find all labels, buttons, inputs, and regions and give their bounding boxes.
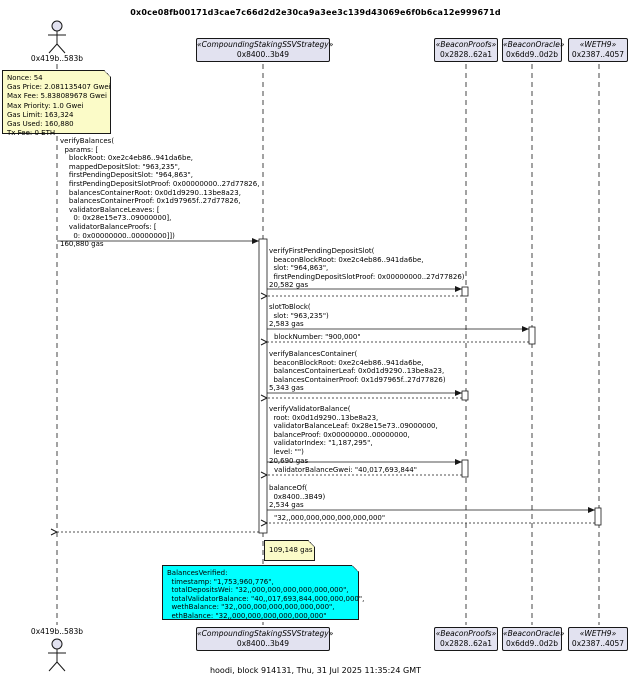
message-verify-first-pending-deposit-slot: verifyFirstPendingDepositSlot( beaconBlo…: [269, 247, 465, 290]
participant-stereotype: «BeaconProofs»: [435, 40, 497, 49]
participant-strategy-bottom[interactable]: «CompoundingStakingSSVStrategy» 0x8400..…: [196, 627, 334, 651]
participant-stereotype: «WETH9»: [579, 629, 617, 638]
participant-stereotype: «CompoundingStakingSSVStrategy»: [197, 40, 334, 49]
participant-address: 0x2828..62a1: [440, 50, 492, 59]
participant-proofs-bottom[interactable]: «BeaconProofs» 0x2828..62a1: [434, 627, 498, 651]
gas-note: 109,148 gas: [264, 540, 315, 561]
participant-oracle-bottom[interactable]: «BeaconOracle» 0x6dd9..0d2b: [502, 627, 565, 651]
participant-address: 0x6dd9..0d2b: [505, 639, 559, 648]
message-verify-validator-balance-return: validatorBalanceGwei: "40,017,693,844": [274, 466, 417, 474]
message-verify-validator-balance: verifyValidatorBalance( root: 0x0d1d9290…: [269, 405, 438, 465]
participant-address: 0x2387..4057: [571, 639, 625, 648]
participant-stereotype: «BeaconOracle»: [503, 40, 565, 49]
participant-stereotype: «WETH9»: [579, 40, 617, 49]
participant-address: 0x2828..62a1: [440, 639, 492, 648]
activation-proofs-2: [461, 390, 469, 401]
participant-address: 0x8400..3b49: [236, 50, 290, 59]
actor-icon-top: [48, 20, 66, 54]
participant-oracle-top[interactable]: «BeaconOracle» 0x6dd9..0d2b: [502, 38, 565, 62]
message-balance-of: balanceOf( 0x8400..3B49) 2,534 gas: [269, 484, 326, 510]
activation-strategy: [258, 238, 268, 534]
message-slot-to-block-return: blockNumber: "900,000": [274, 333, 361, 341]
actor-caller-label-bottom: 0x419b..583b: [30, 627, 84, 636]
diagram-title: 0x0ce08fb00171d3cae7c66d2d2e30ca9a3ee3c1…: [130, 8, 501, 17]
participant-address: 0x6dd9..0d2b: [505, 50, 559, 59]
message-verify-balances: verifyBalances( params: [ blockRoot: 0xe…: [60, 137, 260, 249]
participant-stereotype: «BeaconProofs»: [435, 629, 497, 638]
participant-weth-top[interactable]: «WETH9» 0x2387..4057: [568, 38, 628, 62]
message-slot-to-block: slotToBlock( slot: "963,235") 2,583 gas: [269, 303, 329, 329]
participant-stereotype: «CompoundingStakingSSVStrategy»: [197, 629, 334, 638]
activation-oracle: [528, 326, 536, 345]
participant-strategy-top[interactable]: «CompoundingStakingSSVStrategy» 0x8400..…: [196, 38, 334, 62]
participant-proofs-top[interactable]: «BeaconProofs» 0x2828..62a1: [434, 38, 498, 62]
diagram-footer: hoodi, block 914131, Thu, 31 Jul 2025 11…: [209, 666, 422, 675]
actor-caller-label: 0x419b..583b: [30, 54, 84, 63]
activation-proofs-3: [461, 459, 469, 478]
transaction-note: Nonce: 54 Gas Price: 2.081135407 Gwei Ma…: [2, 70, 111, 137]
participant-stereotype: «BeaconOracle»: [503, 629, 565, 638]
participant-address: 0x8400..3b49: [236, 639, 290, 648]
participant-address: 0x2387..4057: [571, 50, 625, 59]
participant-weth-bottom[interactable]: «WETH9» 0x2387..4057: [568, 627, 628, 651]
activation-proofs-1: [461, 286, 469, 297]
message-verify-balances-container: verifyBalancesContainer( beaconBlockRoot…: [269, 350, 446, 393]
activation-weth: [594, 507, 602, 526]
message-balance-of-return: "32,,000,000,000,000,000,000": [274, 514, 386, 522]
actor-icon-bottom: [48, 638, 66, 672]
event-note-balances-verified: BalancesVerified: timestamp: "1,753,960,…: [162, 565, 364, 620]
